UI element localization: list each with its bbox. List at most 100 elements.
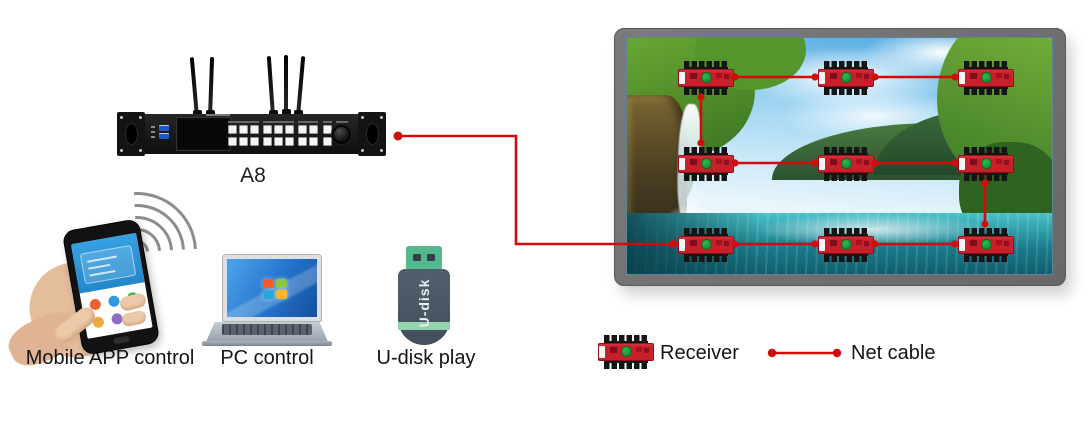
receiver-pins-top bbox=[964, 61, 1008, 69]
receiver-pins-bottom bbox=[824, 254, 868, 262]
receiver-chip-small bbox=[864, 160, 869, 165]
receiver-card bbox=[958, 228, 1014, 262]
laptop-base bbox=[206, 322, 328, 342]
antenna-base bbox=[193, 110, 202, 116]
control-knob bbox=[332, 125, 351, 144]
screw-icon bbox=[361, 116, 364, 119]
receiver-connector bbox=[679, 239, 685, 251]
rack-ear-slot bbox=[366, 123, 379, 145]
panel-button bbox=[285, 137, 294, 146]
button-group-label bbox=[263, 121, 294, 123]
receiver-pins-top bbox=[684, 61, 728, 69]
receiver-pins-bottom bbox=[964, 254, 1008, 262]
receiver-chip-small bbox=[690, 240, 697, 246]
laptop-wallpaper bbox=[227, 259, 317, 317]
receiver-pinbase bbox=[824, 234, 868, 236]
receiver-chip-small bbox=[996, 73, 1002, 78]
receiver-pins-bottom bbox=[964, 173, 1008, 181]
receiver-chip bbox=[981, 239, 992, 250]
panel-button bbox=[250, 137, 259, 146]
panel-button bbox=[250, 125, 259, 134]
receiver-connector bbox=[959, 158, 965, 170]
pc-control-label: PC control bbox=[220, 347, 314, 369]
laptop-screen bbox=[222, 254, 322, 322]
panel-button bbox=[285, 125, 294, 134]
receiver-chip-small bbox=[856, 73, 862, 78]
receiver-chip bbox=[701, 239, 712, 250]
receiver-pins-bottom bbox=[684, 87, 728, 95]
button-group-label bbox=[336, 121, 348, 123]
receiver-card bbox=[678, 147, 734, 181]
screw-icon bbox=[139, 149, 142, 152]
antenna-icon bbox=[284, 55, 288, 115]
receiver-chip-small bbox=[830, 159, 837, 165]
receiver-card bbox=[818, 61, 874, 95]
usb-connector bbox=[406, 246, 442, 270]
receiver-chip-small bbox=[830, 240, 837, 246]
receiver-pins-bottom bbox=[824, 87, 868, 95]
receiver-connector bbox=[819, 72, 825, 84]
receiver-connector bbox=[819, 239, 825, 251]
usb-port-icon bbox=[159, 133, 169, 139]
usb-port-icon bbox=[159, 125, 169, 131]
receiver-pins-bottom bbox=[684, 254, 728, 262]
receiver-pins-top bbox=[964, 228, 1008, 236]
receiver-chip bbox=[981, 72, 992, 83]
receiver-pins-top bbox=[824, 228, 868, 236]
antenna-base bbox=[282, 109, 291, 115]
receiver-connector bbox=[679, 158, 685, 170]
button-group-label bbox=[298, 121, 318, 123]
receiver-pinbase bbox=[684, 234, 728, 236]
screw-icon bbox=[139, 116, 142, 119]
receiver-pins-top bbox=[684, 228, 728, 236]
receiver-chip-small bbox=[970, 159, 977, 165]
receiver-pinbase bbox=[964, 234, 1008, 236]
panel-button bbox=[298, 137, 307, 146]
receiver-connector bbox=[959, 72, 965, 84]
receiver-chip-small bbox=[996, 240, 1002, 245]
screw-icon bbox=[361, 149, 364, 152]
panel-button bbox=[298, 125, 307, 134]
receiver-pins-top bbox=[684, 147, 728, 155]
receiver-chip-small bbox=[996, 159, 1002, 164]
receiver-pins-top bbox=[824, 61, 868, 69]
rack-ear-left bbox=[117, 112, 145, 156]
rack-ear-right bbox=[358, 112, 386, 156]
receiver-card bbox=[678, 61, 734, 95]
antenna-icon bbox=[266, 56, 275, 117]
display-screen bbox=[626, 37, 1053, 275]
receiver-chip-small bbox=[970, 73, 977, 79]
home-button bbox=[112, 335, 130, 345]
receiver-card bbox=[958, 61, 1014, 95]
receiver-pins-bottom bbox=[964, 87, 1008, 95]
receiver-chip-small bbox=[724, 241, 729, 246]
legend-receiver-icon bbox=[598, 335, 654, 369]
button-group-label bbox=[228, 121, 259, 123]
receiver-chip-small bbox=[690, 159, 697, 165]
receiver-chip-small bbox=[856, 240, 862, 245]
antenna-icon bbox=[208, 56, 215, 118]
antenna-base bbox=[294, 110, 303, 116]
receiver-chip-small bbox=[856, 159, 862, 164]
receiver-chip-small bbox=[864, 241, 869, 246]
receiver-pins-bottom bbox=[824, 173, 868, 181]
panel-button bbox=[228, 137, 237, 146]
legend-receiver-label: Receiver bbox=[660, 342, 739, 364]
windows-logo-icon bbox=[262, 278, 288, 300]
controller-display bbox=[176, 117, 231, 151]
laptop-front-edge bbox=[202, 341, 332, 346]
receiver-chip-small bbox=[830, 73, 837, 79]
laptop-keyboard bbox=[222, 324, 312, 335]
controller-brand-text bbox=[206, 114, 230, 116]
receiver-chip bbox=[841, 158, 852, 169]
screw-icon bbox=[120, 149, 123, 152]
panel-button bbox=[323, 137, 332, 146]
receiver-card bbox=[678, 228, 734, 262]
receiver-pinbase bbox=[604, 341, 648, 343]
receiver-chip-small bbox=[970, 240, 977, 246]
panel-button bbox=[263, 137, 272, 146]
status-led bbox=[151, 131, 155, 133]
receiver-chip-small bbox=[1004, 74, 1009, 79]
receiver-chip-small bbox=[716, 240, 722, 245]
